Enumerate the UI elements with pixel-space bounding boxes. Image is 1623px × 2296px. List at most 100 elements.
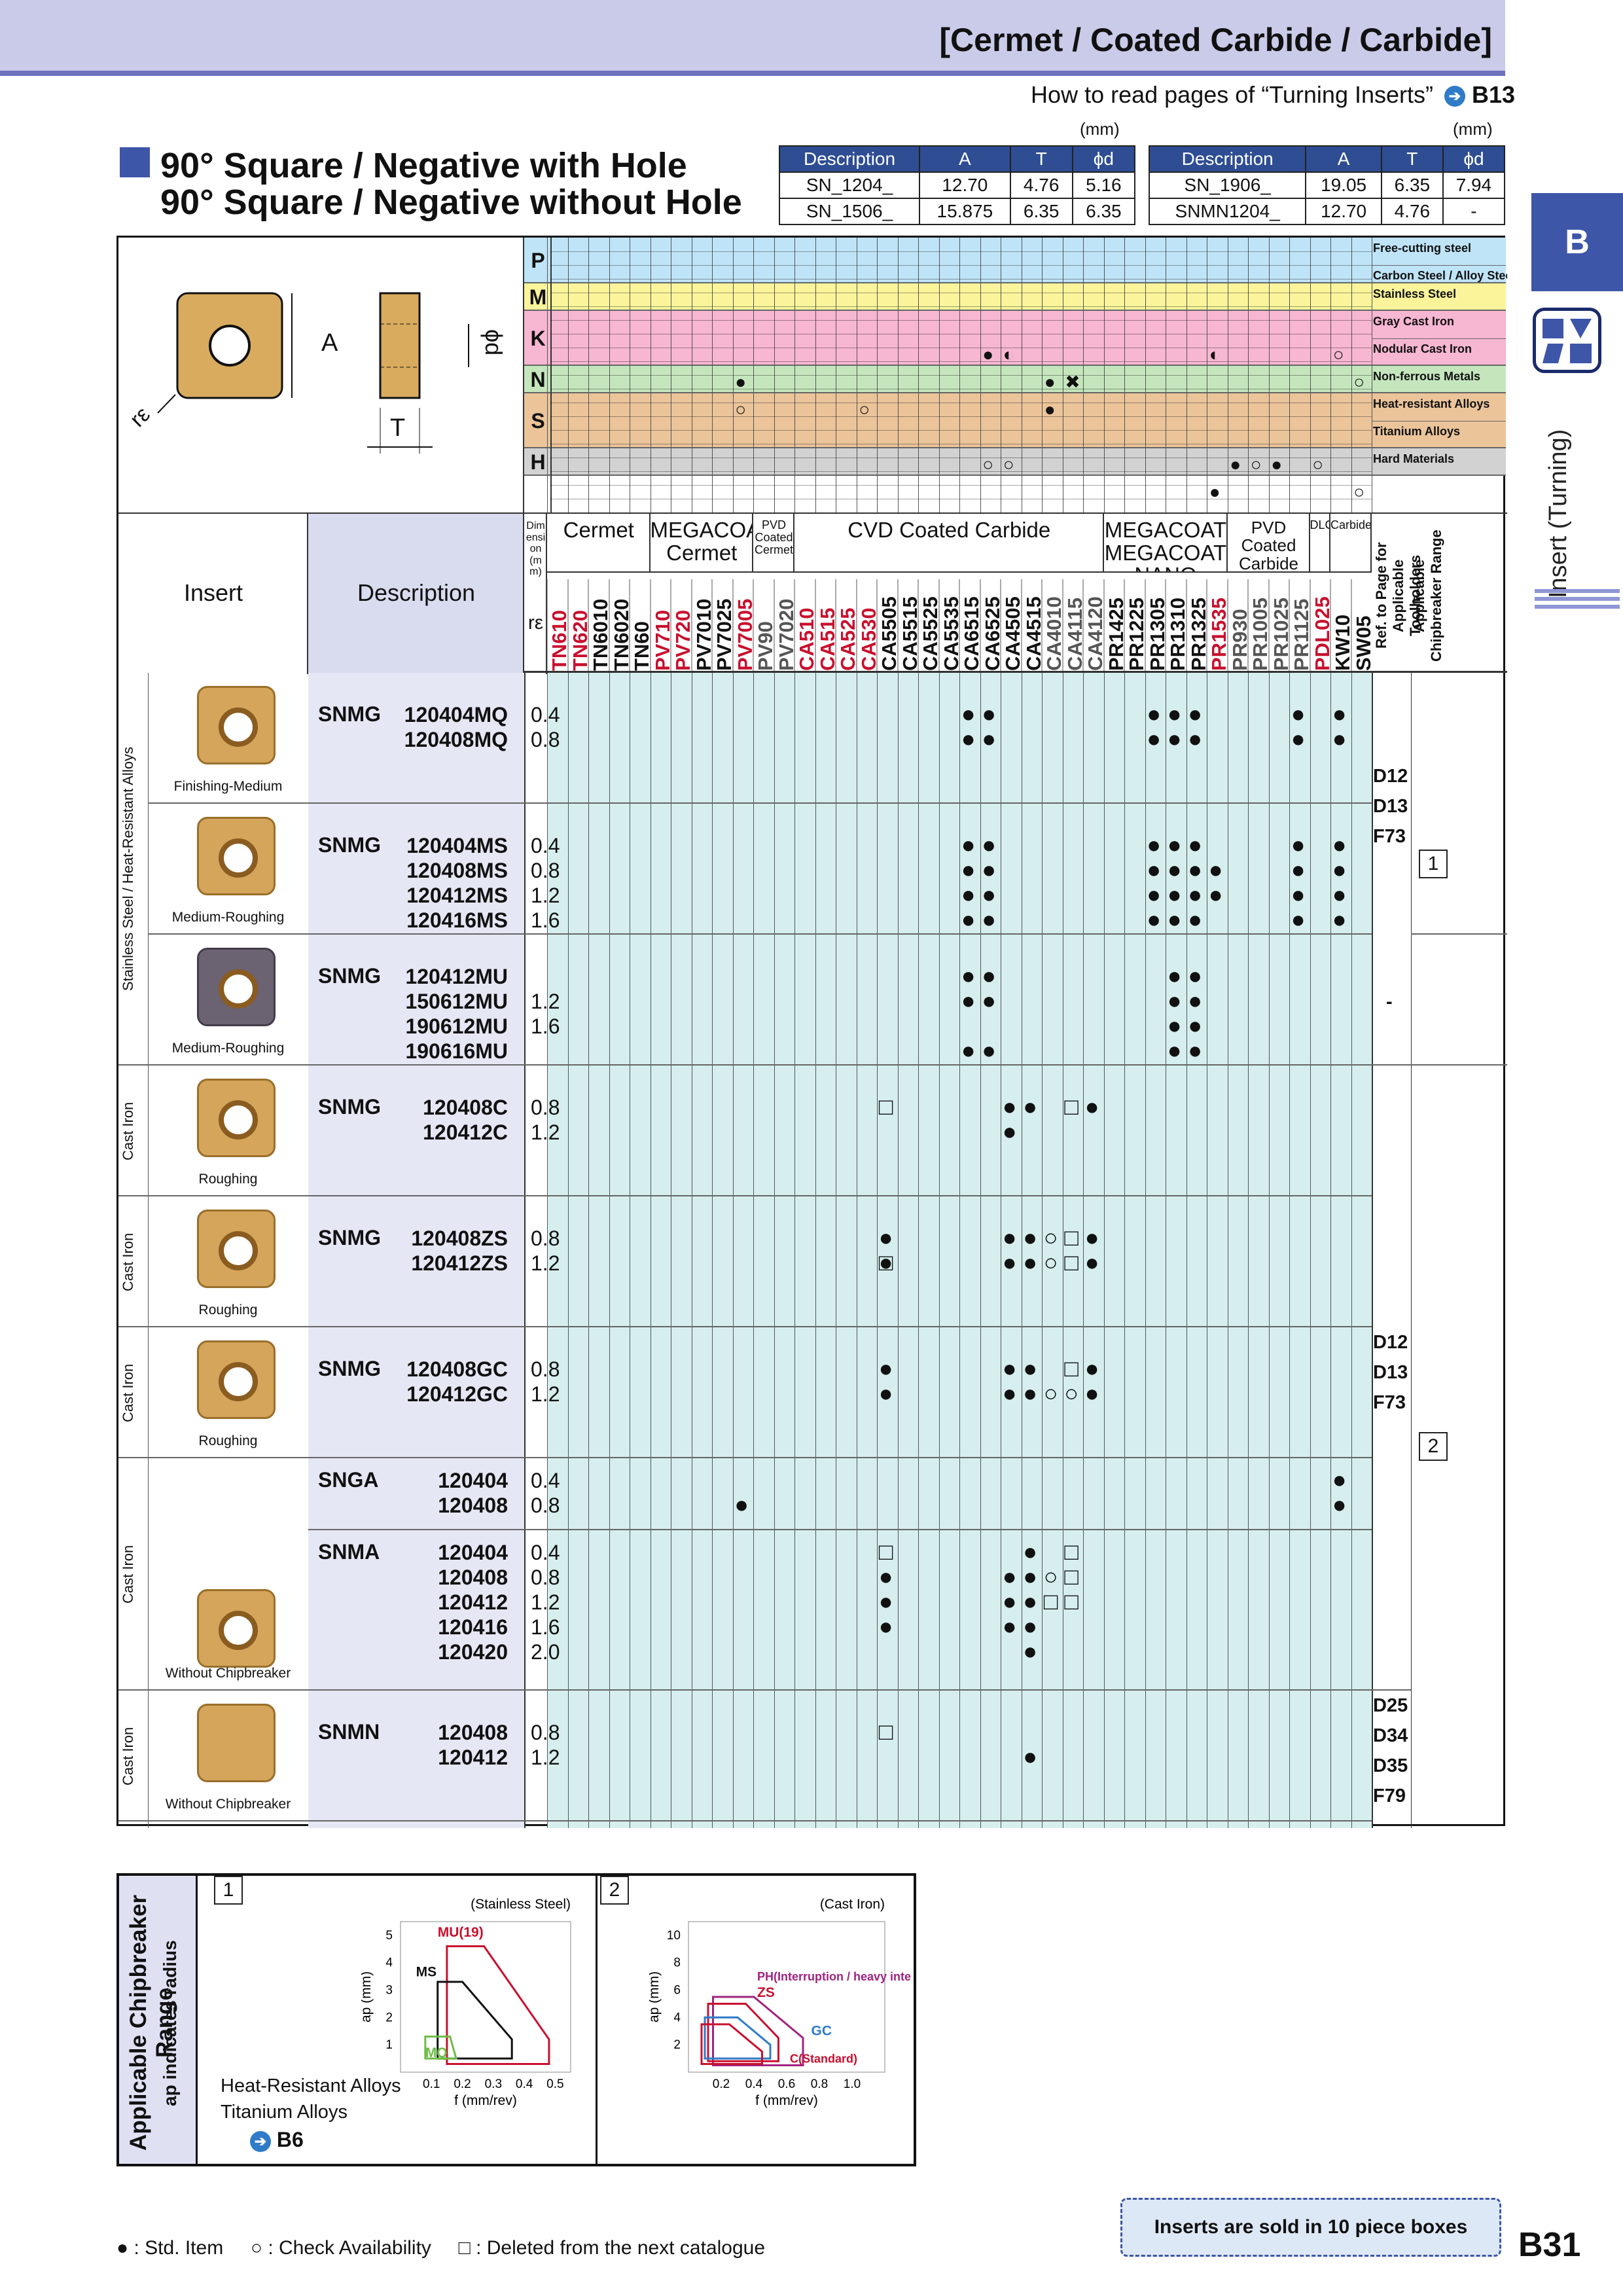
material-group-label: Cast Iron xyxy=(120,1363,136,1422)
unit-label: (mm) xyxy=(1453,119,1493,139)
dim-cell: 12.70 xyxy=(1305,198,1382,225)
re-value: 1.2 xyxy=(531,1382,560,1406)
std-item-dot: ● xyxy=(1147,856,1161,883)
re-value: 1.2 xyxy=(531,1590,560,1614)
section-title-2: 90° Square / Negative without Hole xyxy=(160,183,742,222)
std-item-dot: ● xyxy=(878,1563,893,1590)
read-guide-link[interactable]: How to read pages of “Turning Inserts” xyxy=(1031,81,1433,108)
deleted-text: : Deleted from the next catalogue xyxy=(476,2237,766,2259)
insert-code: 120412GC xyxy=(406,1382,508,1406)
toolholder-ref: F73 xyxy=(1373,826,1406,847)
range-label: GC xyxy=(812,2024,832,2039)
std-item-dot: ● xyxy=(1167,856,1182,883)
insert-caption: Without Chipbreaker xyxy=(165,1666,291,1681)
std-item-dot: ● xyxy=(1332,1466,1347,1493)
row-divider xyxy=(148,1326,1372,1327)
std-item-dot: ● xyxy=(961,700,976,727)
toolholder-ref: D35 xyxy=(1373,1755,1408,1776)
y-tick: 1 xyxy=(385,2038,393,2052)
grid-line xyxy=(550,320,1372,321)
std-item-dot: ● xyxy=(982,987,996,1014)
row-divider xyxy=(118,1689,148,1691)
std-item-dot: ● xyxy=(1188,1012,1202,1039)
row-divider xyxy=(118,1064,148,1066)
std-item-dot: ● xyxy=(1188,881,1202,908)
insert-code: 120412 xyxy=(438,1746,508,1769)
material-symbol: ◐ xyxy=(1209,344,1221,365)
side-rule xyxy=(1535,605,1620,609)
dim-cell: 19.05 xyxy=(1305,171,1382,199)
grade-header-kw10: KW10 xyxy=(1330,579,1354,671)
legend-note-ref[interactable]: ➔ B6 xyxy=(250,2128,304,2152)
dim-header: T xyxy=(1009,145,1073,173)
material-code: H xyxy=(530,450,546,474)
std-item-dot: ● xyxy=(1167,881,1182,908)
material-symbol: ○ xyxy=(735,399,747,420)
section-marker-icon xyxy=(120,147,150,177)
grid-line xyxy=(1103,238,1105,512)
dim-t-label: T xyxy=(390,414,406,442)
row-divider xyxy=(148,1689,1372,1691)
x-tick: 0.4 xyxy=(745,2077,763,2091)
chip-range-box: 1 xyxy=(1419,850,1448,878)
insert-code: 120408GC xyxy=(406,1357,508,1381)
material-desc: Nodular Cast Iron xyxy=(1373,342,1472,355)
availability-mark: □ xyxy=(878,1538,893,1565)
std-item-dot: ● xyxy=(961,831,976,858)
grade-header-pr1005: PR1005 xyxy=(1248,579,1272,671)
row-divider xyxy=(148,1064,1372,1066)
divider xyxy=(1372,265,1506,266)
availability-mark: ● xyxy=(1084,1380,1099,1407)
read-guide-ref[interactable]: ➔ B13 xyxy=(1444,81,1515,109)
row-divider xyxy=(118,1195,148,1196)
grid-line xyxy=(550,457,1372,458)
std-item-dot: ● xyxy=(1023,1613,1037,1640)
range-region xyxy=(424,2036,458,2060)
grade-header-ca6515: CA6515 xyxy=(959,579,983,671)
divider xyxy=(1411,673,1412,1828)
std-item-dot: ● xyxy=(1002,1355,1017,1382)
plot-area xyxy=(400,1921,571,2073)
unit-label: (mm) xyxy=(1080,119,1120,139)
grid-line xyxy=(794,238,795,512)
plot-area xyxy=(688,1921,885,2073)
availability-mark: ● xyxy=(1084,1249,1099,1276)
ref-header: Ref. to Page for Applicable Toolholders xyxy=(1373,542,1423,649)
std-item-dot: ● xyxy=(1023,1224,1037,1251)
grade-group-label: MEGACOAT MEGACOAT NANO xyxy=(1104,518,1227,571)
std-item-dot: ● xyxy=(982,881,996,908)
insert-code: 120412ZS xyxy=(411,1251,508,1275)
std-item-dot: ● xyxy=(1023,1743,1037,1770)
section-tab[interactable]: B xyxy=(1531,193,1623,291)
material-code: K xyxy=(530,327,546,350)
x-tick: 0.6 xyxy=(778,2077,795,2091)
check-text: : Check Availability xyxy=(268,2237,431,2259)
x-tick: 0.2 xyxy=(713,2077,730,2091)
grade-header-ca5505: CA5505 xyxy=(877,579,901,671)
grid-line xyxy=(550,430,1372,431)
re-value: 1.2 xyxy=(531,1746,560,1769)
std-item-dot: ● xyxy=(961,881,976,908)
insert-caption: Roughing xyxy=(198,1302,258,1318)
row-divider xyxy=(1372,1064,1411,1066)
availability-mark: □ xyxy=(878,1249,893,1276)
insert-photo xyxy=(197,686,276,764)
dim-cell: 6.35 xyxy=(1071,198,1136,225)
insert-hole xyxy=(219,1362,258,1401)
std-item-dot: ● xyxy=(878,1249,893,1276)
row-divider xyxy=(118,1820,148,1821)
std-item-dot: ● xyxy=(734,1491,749,1518)
grid-line xyxy=(1186,673,1187,1828)
insert-caption: Roughing xyxy=(198,1433,258,1448)
grid-line xyxy=(1289,673,1290,1828)
range-region xyxy=(712,1996,804,2067)
series-code: SNMG xyxy=(318,702,381,726)
y-tick: 8 xyxy=(673,1956,681,1970)
availability-mark: □ xyxy=(1064,1538,1079,1565)
